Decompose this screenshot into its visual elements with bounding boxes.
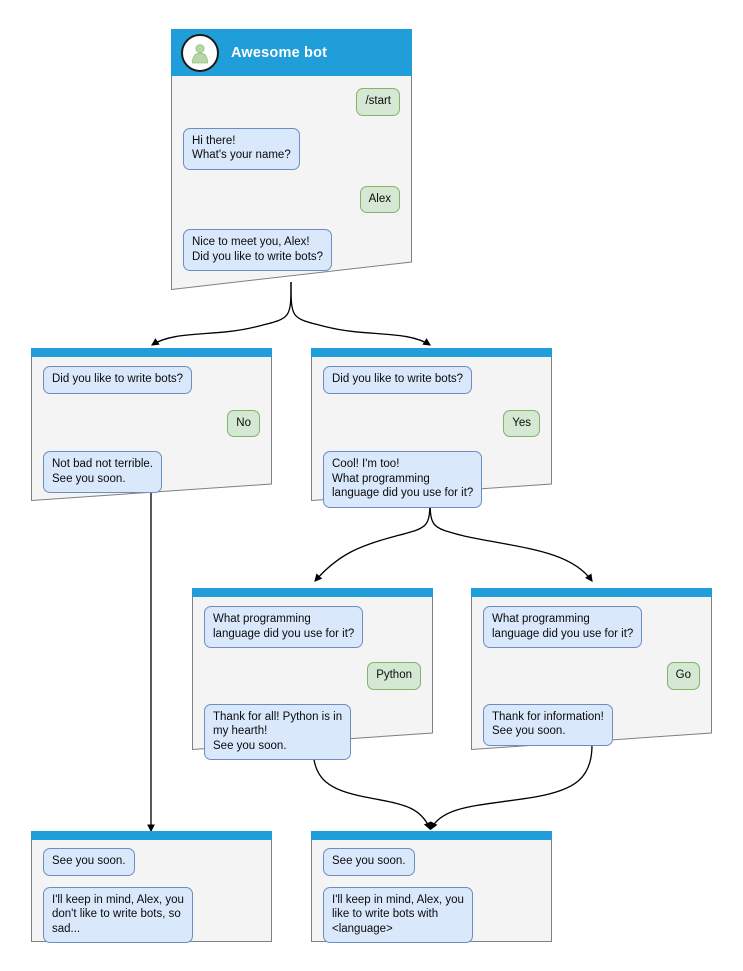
message-row: Nice to meet you, Alex! Did you like to … [183,229,400,271]
message-row: Hi there! What's your name? [183,127,400,170]
bot-message-bubble[interactable]: Thank for all! Python is in my hearth! S… [204,703,352,760]
user-message-bubble[interactable]: Python [367,662,421,690]
node-root-titlebar: Awesome bot [171,29,412,76]
user-message-bubble[interactable]: Yes [503,409,540,437]
message-row: Yes [323,409,540,437]
message-row: Cool! I'm too! What programming language… [323,451,540,508]
bot-message-bubble[interactable]: Thank for information! See you soon. [483,703,613,746]
message-row: Alex [183,185,400,213]
person-avatar-icon [181,33,219,72]
node-root-chat: /start Hi there! What's your name? Alex … [171,76,412,271]
message-row: Go [483,662,700,690]
bot-message-bubble[interactable]: Did you like to write bots? [323,366,473,394]
message-row: I'll keep in mind, Alex, you like to wri… [323,886,540,943]
message-row: /start [183,88,400,116]
message-row: What programming language did you use fo… [204,606,421,648]
user-message-bubble[interactable]: Alex [359,185,400,213]
bot-message-bubble[interactable]: Not bad not terrible. See you soon. [43,451,163,493]
node-branch-no[interactable]: Did you like to write bots? No Not bad n… [31,348,272,501]
node-end-happy-titlebar [311,831,552,840]
message-row: Thank for information! See you soon. [483,703,700,746]
node-root[interactable]: Awesome bot /start Hi there! What's your… [171,29,412,290]
user-message-bubble[interactable]: No [227,409,260,437]
user-message-bubble[interactable]: /start [356,88,400,116]
node-branch-yes[interactable]: Did you like to write bots? Yes Cool! I'… [311,348,552,508]
node-end-happy[interactable]: See you soon. I'll keep in mind, Alex, y… [311,831,552,943]
message-row: Did you like to write bots? [323,366,540,394]
bot-message-bubble[interactable]: See you soon. [323,848,415,876]
message-row: Thank for all! Python is in my hearth! S… [204,703,421,760]
message-row: Python [204,662,421,690]
node-branch-go[interactable]: What programming language did you use fo… [471,588,712,750]
node-branch-yes-chat: Did you like to write bots? Yes Cool! I'… [311,357,552,508]
node-end-sad-chat: See you soon. I'll keep in mind, Alex, y… [31,840,272,943]
node-branch-python-titlebar [192,588,433,597]
node-end-happy-chat: See you soon. I'll keep in mind, Alex, y… [311,840,552,943]
edge-go-to-end-happy [430,744,593,831]
node-branch-python-chat: What programming language did you use fo… [192,597,433,760]
bot-message-bubble[interactable]: I'll keep in mind, Alex, you don't like … [43,886,193,943]
edge-python-to-end-happy [312,747,432,831]
bot-name-label: Awesome bot [231,44,328,61]
bot-message-bubble[interactable]: What programming language did you use fo… [483,606,643,648]
bot-message-bubble[interactable]: Nice to meet you, Alex! Did you like to … [183,229,333,271]
message-row: See you soon. [43,848,260,876]
bot-message-bubble[interactable]: I'll keep in mind, Alex, you like to wri… [323,886,473,943]
user-message-bubble[interactable]: Go [666,662,700,690]
edge-root-to-no [151,281,292,346]
bot-message-bubble[interactable]: See you soon. [43,848,135,876]
bot-message-bubble[interactable]: Did you like to write bots? [43,366,193,394]
edge-root-to-yes [290,281,431,346]
bot-message-bubble[interactable]: Hi there! What's your name? [183,127,300,170]
node-end-sad[interactable]: See you soon. I'll keep in mind, Alex, y… [31,831,272,943]
node-branch-go-titlebar [471,588,712,597]
node-end-sad-titlebar [31,831,272,840]
message-row: Did you like to write bots? [43,366,260,394]
node-branch-go-chat: What programming language did you use fo… [471,597,712,746]
bot-message-bubble[interactable]: What programming language did you use fo… [204,606,364,648]
node-branch-yes-titlebar [311,348,552,357]
message-row: No [43,409,260,437]
message-row: What programming language did you use fo… [483,606,700,648]
bot-message-bubble[interactable]: Cool! I'm too! What programming language… [323,451,483,508]
message-row: I'll keep in mind, Alex, you don't like … [43,886,260,943]
message-row: See you soon. [323,848,540,876]
node-branch-python[interactable]: What programming language did you use fo… [192,588,433,760]
node-branch-no-chat: Did you like to write bots? No Not bad n… [31,357,272,493]
message-row: Not bad not terrible. See you soon. [43,451,260,493]
node-branch-no-titlebar [31,348,272,357]
